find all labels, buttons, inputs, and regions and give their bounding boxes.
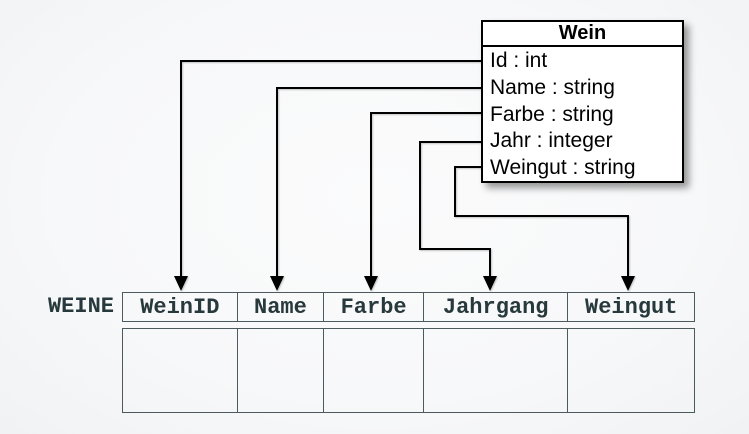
class-title: Wein — [483, 22, 682, 47]
connector-farbe-to-farbe — [370, 112, 482, 276]
arrowhead-farbe — [364, 276, 378, 291]
table-header-row: WeinID Name Farbe Jahrgang Weingut — [122, 292, 695, 322]
column-header-weinid: WeinID — [140, 294, 220, 320]
column-header-name: Name — [236, 293, 324, 321]
arrowhead-name — [270, 276, 284, 291]
table-body-cell — [422, 329, 568, 412]
table-body-cell — [567, 329, 694, 412]
arrowhead-jahrgang — [483, 276, 497, 291]
table-body-cell — [236, 329, 324, 412]
connector-id-to-weinid — [180, 60, 482, 276]
class-attribute-weingut: Weingut : string — [490, 156, 636, 180]
arrowhead-weinid — [174, 276, 188, 291]
connector-name-to-name — [276, 87, 482, 276]
table-body-cell — [123, 329, 237, 412]
table-name-label: WEINE — [47, 294, 114, 319]
connector-jahr-to-jahrgang — [419, 141, 491, 276]
table-body-row — [122, 328, 695, 413]
column-header-jahrgang: Jahrgang — [422, 293, 568, 321]
column-header-farbe: Farbe — [323, 293, 423, 321]
uml-class-box-wein: Wein Id : int Name : string Farbe : stri… — [481, 20, 684, 183]
class-attribute-id: Id : int — [490, 49, 548, 72]
arrowhead-weingut — [621, 276, 635, 291]
column-header-weingut: Weingut — [567, 293, 694, 321]
connector-weingut-to-weingut — [454, 166, 629, 276]
class-attribute-farbe: Farbe : string — [490, 102, 614, 126]
class-attribute-name: Name : string — [490, 75, 615, 99]
table-body-cell — [323, 329, 423, 412]
class-attribute-list: Id : int Name : string Farbe : string Ja… — [483, 47, 682, 182]
class-attribute-jahr: Jahr : integer — [490, 129, 613, 153]
